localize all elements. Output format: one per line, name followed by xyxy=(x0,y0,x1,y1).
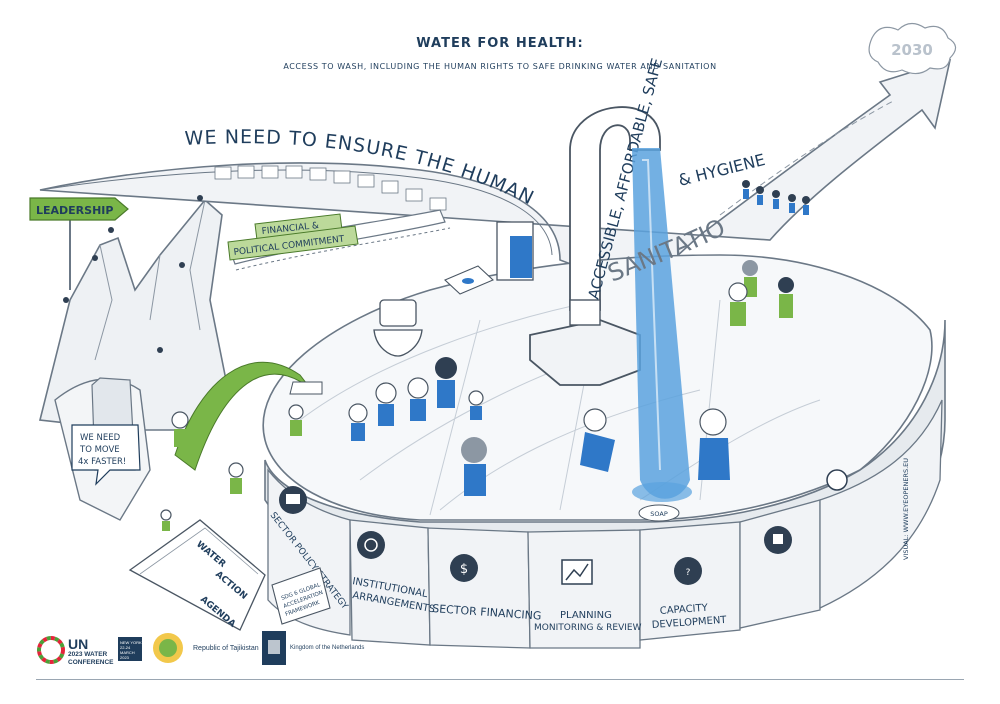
friends-high-five xyxy=(728,260,794,326)
latrine-cabin xyxy=(496,221,534,281)
netherlands-emblem xyxy=(262,631,286,665)
water-tap xyxy=(529,106,661,386)
netherlands-label: Kingdom of the Netherlands xyxy=(290,645,365,651)
leadership-sign: LEADERSHIP xyxy=(29,197,129,290)
sdg-wheel-icon xyxy=(37,636,65,664)
climbers xyxy=(63,195,203,353)
money-bag-icon: $ xyxy=(450,554,478,582)
stamp-icon xyxy=(764,526,792,554)
new-york-badge xyxy=(118,637,142,661)
un-logo-text: UN xyxy=(68,636,89,652)
ny-line-2: 22-24 xyxy=(120,645,131,650)
visual-credit: VISUAL: WWW.EYEOPENERS.EU xyxy=(902,457,910,560)
year-label: 2030 xyxy=(891,41,933,59)
leadership-text: LEADERSHIP xyxy=(36,204,113,217)
water-action-agenda-book: WATER ACTION AGENDA xyxy=(128,519,266,631)
bubble-line-1: WE NEED xyxy=(80,433,121,443)
water-stream xyxy=(632,148,692,502)
wall-icons: $ ? xyxy=(279,469,848,585)
commitment-sign: FINANCIAL & POLITICAL COMMITMENT xyxy=(227,213,359,261)
chart-icon xyxy=(561,559,593,585)
footer-logos xyxy=(37,631,286,665)
child-drinking xyxy=(461,437,487,496)
tajikistan-label: Republic of Tajikistan xyxy=(193,645,259,652)
soap-bar: SOAP xyxy=(638,504,680,522)
ny-line-3: MARCH xyxy=(120,650,135,655)
year-cloud: 2030 xyxy=(868,22,957,75)
speech-bubble: WE NEED TO MOVE 4x FASTER! xyxy=(71,424,141,486)
bubble-line-2: TO MOVE xyxy=(79,445,120,455)
toilet xyxy=(373,299,423,357)
people xyxy=(63,180,810,531)
soap-text: SOAP xyxy=(650,510,668,518)
label-planning-1: PLANNING xyxy=(560,610,612,621)
grandmother-washing xyxy=(580,408,615,472)
people-icon: ? xyxy=(674,557,702,585)
badge-icon xyxy=(826,469,848,491)
un-conference-line-2: CONFERENCE xyxy=(68,659,114,666)
platform xyxy=(262,254,933,521)
svg-text:?: ? xyxy=(686,568,691,578)
acceleration-framework-paper: SDG 6 GLOBAL ACCELERATION FRAMEWORK xyxy=(271,567,331,625)
un-conference-line-1: 2023 WATER xyxy=(68,651,108,658)
label-capacity-1: CAPACITY xyxy=(659,603,709,617)
svg-text:$: $ xyxy=(460,562,468,577)
label-planning-2: MONITORING & REVIEW xyxy=(534,623,642,633)
sneaker xyxy=(289,381,323,395)
bubble-line-3: 4x FASTER! xyxy=(78,457,126,467)
tajikistan-emblem xyxy=(153,633,183,663)
girl-washing-hands xyxy=(698,408,730,480)
hygiene-label: & HYGIENE xyxy=(676,150,767,190)
label-capacity-2: DEVELOPMENT xyxy=(651,615,727,631)
institutional-icon xyxy=(357,531,385,559)
mountains xyxy=(39,198,229,521)
squat-toilet xyxy=(444,265,494,295)
policy-strategy-icon xyxy=(279,486,307,514)
ny-line-4: 2023 xyxy=(120,655,129,660)
road-frame-icons xyxy=(214,165,447,211)
marching-group xyxy=(742,180,810,215)
ny-line-1: NEW YORK xyxy=(120,640,142,645)
footer-rule xyxy=(36,679,964,680)
family-group xyxy=(348,357,484,441)
page-title: WATER FOR HEALTH: xyxy=(416,36,584,51)
hikers xyxy=(160,404,304,531)
page-subtitle: ACCESS TO WASH, INCLUDING THE HUMAN RIGH… xyxy=(283,62,717,71)
